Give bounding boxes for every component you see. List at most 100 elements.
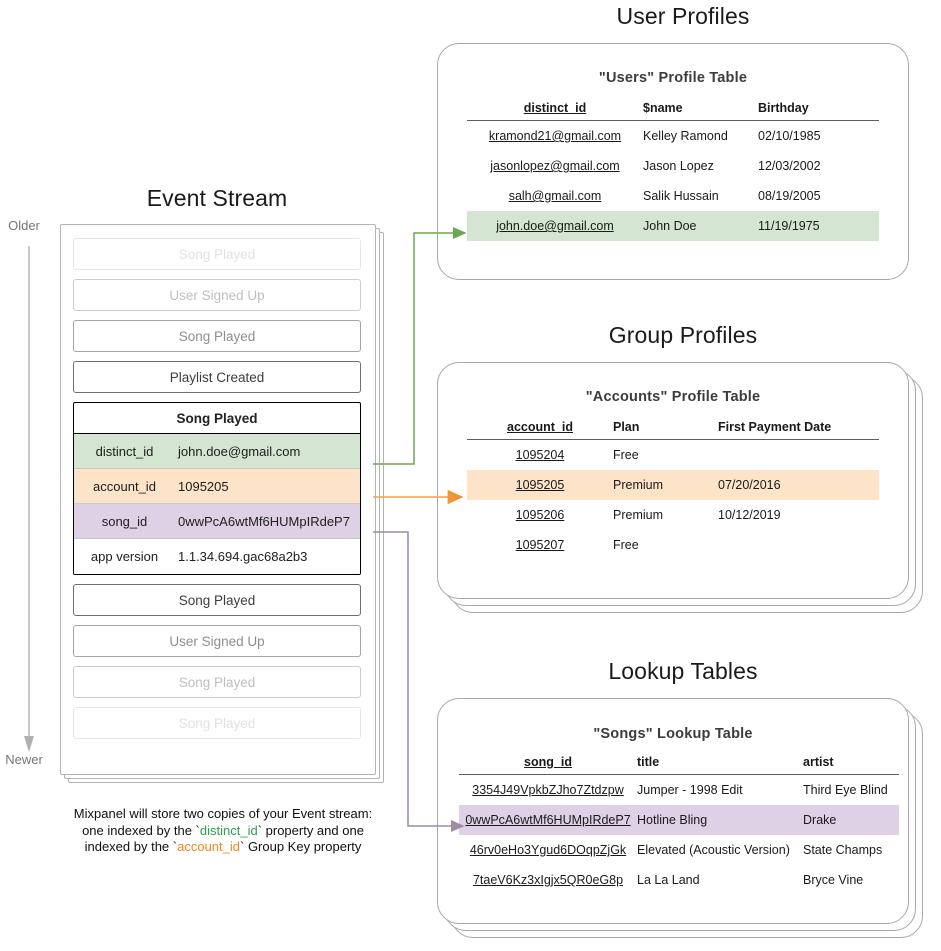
row-key-cell: 46rv0eHo3Ygud6DOqpZjGk <box>469 843 627 857</box>
event-card[interactable]: Song Played <box>73 320 361 352</box>
event-property-row: song_id 0wwPcA6wtMf6HUMpIRdeP7 <box>74 504 360 539</box>
caption-line-3-pre: indexed by the ` <box>84 839 178 854</box>
table-row[interactable]: jasonlopez@gmail.com Jason Lopez 12/03/200… <box>467 151 879 181</box>
row-cell: Jason Lopez <box>643 159 714 173</box>
event-stream-title: Event Stream <box>146 185 288 211</box>
row-key-cell: salh@gmail.com <box>508 189 602 203</box>
row-cell: John Doe <box>643 211 758 241</box>
row-key-cell: 1095207 <box>515 538 565 552</box>
users-table-header-row: distinct_id $name Birthday <box>467 101 879 121</box>
row-cell: Free <box>613 538 639 552</box>
table-row[interactable]: 7taeV6Kz3xIgjx5QR0eG8p La La Land Bryce Vi… <box>459 865 899 895</box>
column-header: Birthday <box>758 101 809 115</box>
table-row[interactable]: salh@gmail.com Salik Hussain 08/19/2005 <box>467 181 879 211</box>
expanded-event-card[interactable]: Song Played distinct_id john.doe@gmail.com… <box>73 402 361 575</box>
row-key-cell: 1095205 <box>467 470 613 500</box>
event-card[interactable]: User Signed Up <box>73 279 361 311</box>
row-cell: Free <box>613 448 639 462</box>
row-key-cell: 1095206 <box>515 508 565 522</box>
row-cell: Bryce Vine <box>803 873 864 887</box>
column-header: account_id <box>507 420 573 434</box>
row-key-cell: kramond21@gmail.com <box>488 129 622 143</box>
event-card[interactable]: Playlist Created <box>73 361 361 393</box>
row-cell: Elevated (Acoustic Version) <box>637 843 790 857</box>
table-row[interactable]: 1095206 Premium 10/12/2019 <box>467 500 879 530</box>
row-cell: La La Land <box>637 873 700 887</box>
users-card-stack: "Users" Profile Table distinct_id $name Bi… <box>437 43 917 285</box>
row-cell: 12/03/2002 <box>758 159 821 173</box>
row-key-cell: 7taeV6Kz3xIgjx5QR0eG8p <box>472 873 624 887</box>
caption-line-2-pre: one indexed by the ` <box>82 822 200 838</box>
newer-label: Newer <box>5 752 43 767</box>
users-table-title: "Users" Profile Table <box>598 70 748 86</box>
event-property-value: john.doe@gmail.com <box>178 443 301 459</box>
row-cell: Premium <box>613 508 664 522</box>
row-cell: 10/12/2019 <box>718 508 781 522</box>
event-property-key: song_id <box>101 513 148 529</box>
expanded-event-name: Song Played <box>74 403 360 434</box>
event-card[interactable]: Song Played <box>73 584 361 616</box>
event-property-value: 0wwPcA6wtMf6HUMpIRdeP7 <box>178 513 350 529</box>
event-card[interactable]: Song Played <box>73 666 361 698</box>
event-property-key: distinct_id <box>95 443 154 459</box>
lookup-tables-title: Lookup Tables <box>608 658 758 684</box>
event-card[interactable]: User Signed Up <box>73 625 361 657</box>
row-cell: Hotline Bling <box>637 805 803 835</box>
row-cell <box>718 530 879 560</box>
row-cell: 07/20/2016 <box>718 470 879 500</box>
row-cell: Drake <box>803 805 899 835</box>
caption-line-1: Mixpanel will store two copies of your E… <box>73 806 373 821</box>
event-card[interactable]: Song Played <box>73 707 361 739</box>
users-table-area: distinct_id $name Birthday kramond21@gmail… <box>467 101 879 241</box>
row-key-cell: john.doe@gmail.com <box>467 211 643 241</box>
event-property-key: app version <box>90 549 159 564</box>
diagram-caption: Mixpanel will store two copies of your E… <box>28 806 418 856</box>
row-cell: Salik Hussain <box>643 189 719 203</box>
row-cell: State Champs <box>803 843 883 857</box>
event-card[interactable]: Song Played <box>73 238 361 270</box>
table-row[interactable]: 46rv0eHo3Ygud6DOqpZjGk Elevated (Acoustic… <box>459 835 899 865</box>
event-property-value: 1.1.34.694.gac68a2b3 <box>178 549 308 564</box>
row-cell <box>718 440 879 471</box>
column-header: artist <box>803 755 834 769</box>
accounts-table-title: "Accounts" Profile Table <box>585 389 761 405</box>
row-cell: Premium <box>613 470 718 500</box>
row-key-cell: jasonlopez@gmail.com <box>490 159 620 173</box>
column-header: $name <box>643 101 683 115</box>
event-property-row: distinct_id john.doe@gmail.com <box>74 434 360 469</box>
row-cell: Jumper - 1998 Edit <box>637 783 743 797</box>
table-row[interactable]: 3354J49VpkbZJho7Ztdzpw Jumper - 1998 Edit… <box>459 775 899 806</box>
group-profiles-title: Group Profiles <box>608 322 758 348</box>
row-cell: 08/19/2005 <box>758 189 821 203</box>
table-row[interactable]: 1095207 Free <box>467 530 879 560</box>
column-header: distinct_id <box>523 101 587 115</box>
row-cell: 11/19/1975 <box>758 211 879 241</box>
caption-account-id-token: account_id <box>177 839 240 854</box>
column-header: title <box>637 755 660 769</box>
column-header: Plan <box>613 420 640 434</box>
event-property-key: account_id <box>93 478 156 494</box>
row-key-cell: 0wwPcA6wtMf6HUMpIRdeP7 <box>459 805 637 835</box>
user-profiles-title: User Profiles <box>616 3 750 29</box>
older-label: Older <box>8 218 40 233</box>
users-table: distinct_id $name Birthday kramond21@gmail… <box>467 101 879 241</box>
row-key-cell: 3354J49VpkbZJho7Ztdzpw <box>472 783 624 797</box>
row-cell: Third Eye Blind <box>803 783 888 797</box>
age-axis: Older Newer <box>0 218 58 778</box>
row-cell: 02/10/1985 <box>758 129 821 143</box>
